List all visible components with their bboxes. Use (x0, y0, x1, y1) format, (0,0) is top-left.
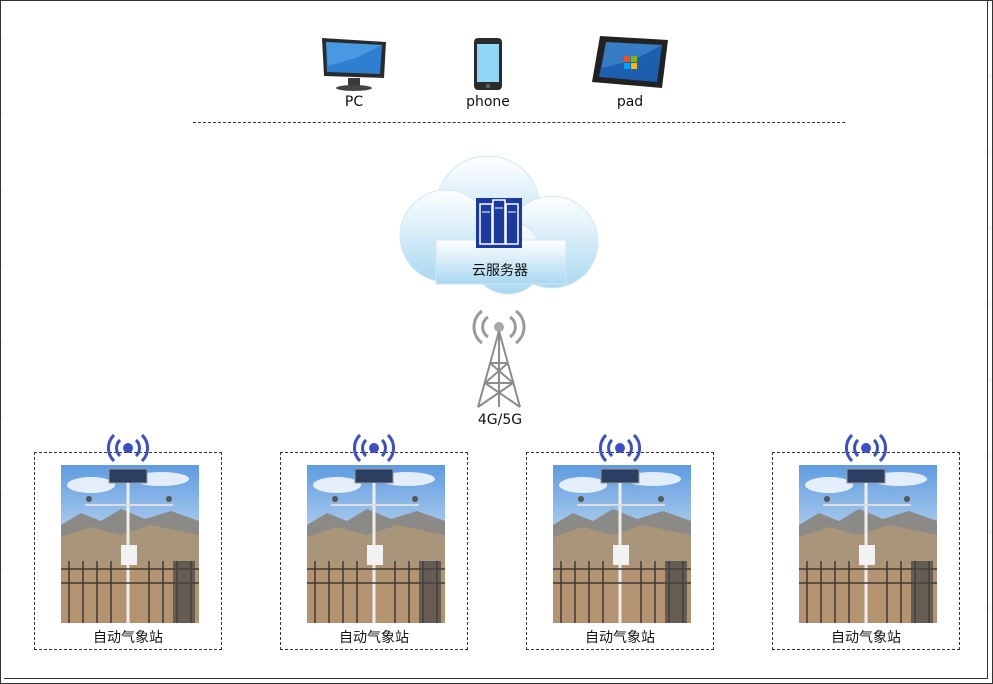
cloud-server-label: 云服务器 (472, 263, 528, 279)
separator-line (193, 122, 845, 123)
wireless-signal-icon (845, 433, 887, 463)
device-label: PC (344, 94, 364, 110)
device-pc: PC (316, 36, 392, 116)
wireless-signal-icon (353, 433, 395, 463)
weather-station-photo (799, 465, 937, 623)
weather-station-box: 自动气象站 (772, 452, 960, 650)
tower-label: 4G/5G (477, 412, 523, 428)
station-label: 自动气象站 (831, 630, 901, 646)
wireless-signal-icon (599, 433, 641, 463)
weather-station-photo (307, 465, 445, 623)
station-label: 自动气象站 (339, 630, 409, 646)
device-label: pad (616, 94, 644, 110)
weather-station-photo (553, 465, 691, 623)
device-label: phone (466, 94, 510, 110)
wireless-signal-icon (107, 433, 149, 463)
weather-station-photo (61, 465, 199, 623)
device-phone: phone (450, 36, 526, 116)
smartphone-icon (474, 38, 502, 90)
device-pad: pad (590, 34, 670, 116)
monitor-icon (322, 38, 386, 91)
diagram-border (4, 1, 988, 679)
weather-station-box: 自动气象站 (280, 452, 468, 650)
station-label: 自动气象站 (93, 630, 163, 646)
weather-station-box: 自动气象站 (526, 452, 714, 650)
server-icon (476, 198, 522, 248)
station-label: 自动气象站 (585, 630, 655, 646)
tablet-icon (592, 36, 668, 88)
weather-station-box: 自动气象站 (34, 452, 222, 650)
cell-tower-icon (472, 309, 526, 408)
